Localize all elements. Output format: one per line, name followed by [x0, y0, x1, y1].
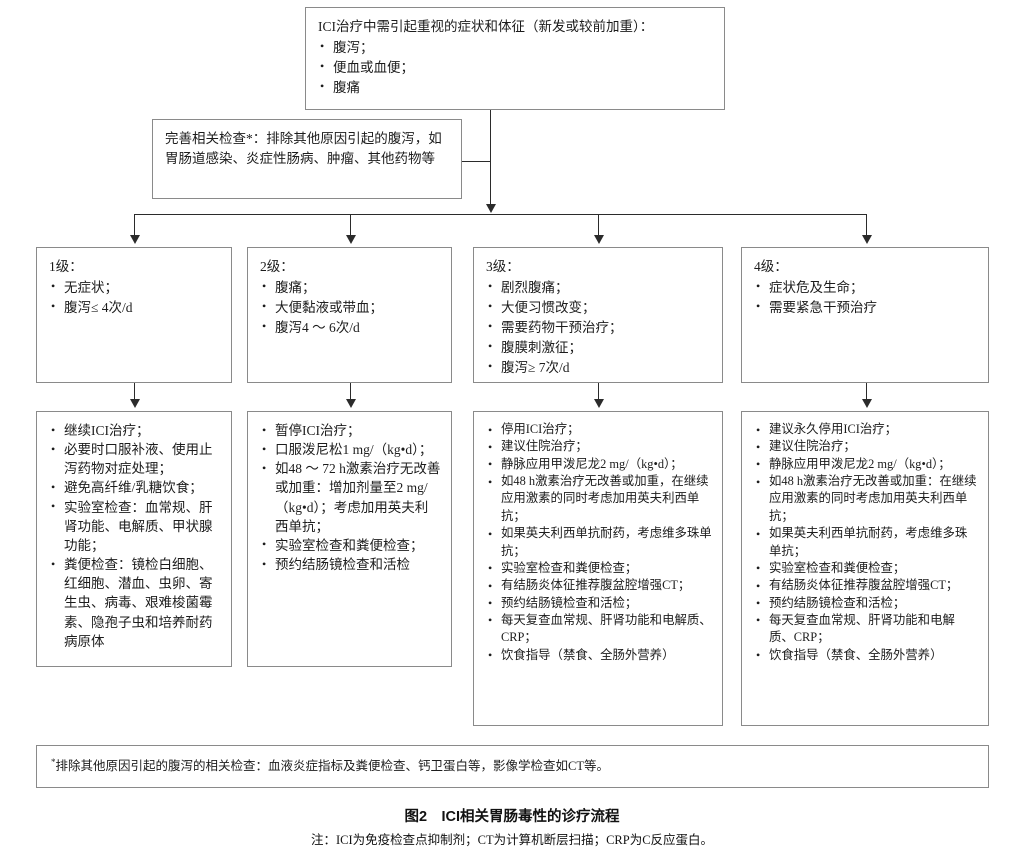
symptoms-box: ICI治疗中需引起重视的症状和体征（新发或较前加重）： 腹泻； 便血或血便； 腹… [305, 7, 725, 110]
treatment-grade-4-box: 建议永久停用ICI治疗； 建议住院治疗； 静脉应用甲泼尼龙2 mg/（kg•d）… [741, 411, 989, 726]
arrowhead-grade-4 [862, 235, 872, 244]
footnote-text: 排除其他原因引起的腹泻的相关检查：血液炎症指标及粪便检查、钙卫蛋白等，影像学检查… [55, 759, 609, 773]
figure-caption-note: 注：ICI为免疫检查点抑制剂；CT为计算机断层扫描；CRP为C反应蛋白。 [310, 833, 714, 847]
list-item: 有结肠炎体征推荐腹盆腔增强CT； [754, 577, 978, 597]
grade-4-list: 症状危及生命； 需要紧急干预治疗 [754, 277, 978, 318]
connector-symptoms-down [490, 110, 491, 206]
treatment-3-list: 停用ICI治疗； 建议住院治疗； 静脉应用甲泼尼龙2 mg/（kg•d）； 如4… [486, 420, 712, 666]
branch-stem-grade-1 [134, 214, 135, 236]
list-item: 粪便检查：镜检白细胞、红细胞、潜血、虫卵、寄生虫、病毒、艰难梭菌霉素、隐孢子虫和… [49, 555, 221, 651]
list-item: 如48 h激素治疗无改善或加重：在继续应用激素的同时考虑加用英夫利西单抗； [754, 473, 978, 525]
workup-text: 完善相关检查*：排除其他原因引起的腹泻，如胃肠道感染、炎症性肠病、肿瘤、其他药物… [165, 131, 442, 166]
grade-3-box: 3级： 剧烈腹痛； 大便习惯改变； 需要药物干预治疗； 腹膜刺激征； 腹泻≥ 7… [473, 247, 723, 383]
list-item: 症状危及生命； [754, 277, 978, 298]
arrowhead-treat-2 [346, 399, 356, 408]
list-item: 腹泻4 ～ 6次/d [260, 317, 441, 338]
list-item: 预约结肠镜检查和活检； [486, 594, 712, 614]
connector-grade3-treat3 [598, 383, 599, 402]
list-item: 实验室检查和粪便检查； [754, 559, 978, 579]
list-item: 静脉应用甲泼尼龙2 mg/（kg•d）； [486, 455, 712, 475]
connector-grade1-treat1 [134, 383, 135, 402]
list-item: 每天复查血常规、肝肾功能和电解质、CRP； [486, 611, 712, 647]
list-item: 饮食指导（禁食、全肠外营养） [486, 646, 712, 666]
grade-4-heading: 4级： [754, 259, 788, 274]
list-item: 如果英夫利西单抗耐药，考虑维多珠单抗； [486, 525, 712, 560]
footnote-box: *排除其他原因引起的腹泻的相关检查：血液炎症指标及粪便检查、钙卫蛋白等，影像学检… [36, 745, 989, 788]
list-item: 静脉应用甲泼尼龙2 mg/（kg•d）； [754, 455, 978, 475]
branch-stem-grade-2 [350, 214, 351, 236]
list-item: 暂停ICI治疗； [260, 420, 441, 440]
list-item: 预约结肠镜检查和活检； [754, 594, 978, 614]
grade-3-heading: 3级： [486, 259, 520, 274]
list-item: 建议住院治疗； [754, 438, 978, 458]
list-item: 腹膜刺激征； [486, 337, 712, 358]
arrowhead-grade-3 [594, 235, 604, 244]
list-item: 实验室检查：血常规、肝肾功能、电解质、甲状腺功能； [49, 497, 221, 555]
list-item: 继续ICI治疗； [49, 420, 221, 440]
treatment-4-list: 建议永久停用ICI治疗； 建议住院治疗； 静脉应用甲泼尼龙2 mg/（kg•d）… [754, 420, 978, 666]
list-item: 大便习惯改变； [486, 297, 712, 318]
treatment-grade-3-box: 停用ICI治疗； 建议住院治疗； 静脉应用甲泼尼龙2 mg/（kg•d）； 如4… [473, 411, 723, 726]
list-item: 避免高纤维/乳糖饮食； [49, 478, 221, 497]
treatment-grade-2-box: 暂停ICI治疗； 口服泼尼松1 mg/（kg•d）； 如48 ～ 72 h激素治… [247, 411, 452, 667]
list-item: 如48 ～ 72 h激素治疗无改善或加重：增加剂量至2 mg/（kg•d）；考虑… [260, 459, 441, 536]
list-item: 需要紧急干预治疗 [754, 297, 978, 318]
list-item: 建议住院治疗； [486, 438, 712, 458]
list-item: 腹痛 [318, 77, 714, 98]
arrowhead-treat-1 [130, 399, 140, 408]
list-item: 必要时口服补液、使用止泻药物对症处理； [49, 440, 221, 478]
arrowhead-grade-1 [130, 235, 140, 244]
grade-2-heading: 2级： [260, 259, 294, 274]
list-item: 大便黏液或带血； [260, 297, 441, 318]
list-item: 停用ICI治疗； [486, 420, 712, 440]
list-item: 腹痛； [260, 277, 441, 298]
list-item: 如48 h激素治疗无改善或加重，在继续应用激素的同时考虑加用英夫利西单抗； [486, 473, 712, 525]
connector-grade4-treat4 [866, 383, 867, 402]
list-item: 腹泻≥ 7次/d [486, 357, 712, 378]
list-item: 便血或血便； [318, 57, 714, 78]
arrowhead-treat-4 [862, 399, 872, 408]
list-item: 有结肠炎体征推荐腹盆腔增强CT； [486, 577, 712, 597]
list-item: 每天复查血常规、肝肾功能和电解质、CRP； [754, 611, 978, 647]
list-item: 剧烈腹痛； [486, 277, 712, 298]
list-item: 实验室检查和粪便检查； [486, 559, 712, 579]
list-item: 需要药物干预治疗； [486, 317, 712, 338]
grade-1-box: 1级： 无症状； 腹泻≤ 4次/d [36, 247, 232, 383]
grade-2-list: 腹痛； 大便黏液或带血； 腹泻4 ～ 6次/d [260, 277, 441, 338]
list-item: 实验室检查和粪便检查； [260, 535, 441, 555]
grade-1-list: 无症状； 腹泻≤ 4次/d [49, 277, 221, 318]
figure-caption-title: 图2 ICI相关胃肠毒性的诊疗流程 [404, 809, 620, 825]
list-item: 饮食指导（禁食、全肠外营养） [754, 646, 978, 666]
arrowhead-grade-2 [346, 235, 356, 244]
list-item: 腹泻≤ 4次/d [49, 297, 221, 318]
arrowhead-to-distribution-bar [486, 204, 496, 213]
branch-stem-grade-4 [866, 214, 867, 236]
symptoms-list: 腹泻； 便血或血便； 腹痛 [318, 37, 714, 98]
treatment-grade-1-box: 继续ICI治疗； 必要时口服补液、使用止泻药物对症处理； 避免高纤维/乳糖饮食；… [36, 411, 232, 667]
grade-3-list: 剧烈腹痛； 大便习惯改变； 需要药物干预治疗； 腹膜刺激征； 腹泻≥ 7次/d [486, 277, 712, 378]
connector-grade2-treat2 [350, 383, 351, 402]
workup-box: 完善相关检查*：排除其他原因引起的腹泻，如胃肠道感染、炎症性肠病、肿瘤、其他药物… [152, 119, 462, 199]
list-item: 无症状； [49, 277, 221, 298]
treatment-1-list: 继续ICI治疗； 必要时口服补液、使用止泻药物对症处理； 避免高纤维/乳糖饮食；… [49, 420, 221, 651]
arrowhead-treat-3 [594, 399, 604, 408]
grade-1-heading: 1级： [49, 259, 83, 274]
branch-stem-grade-3 [598, 214, 599, 236]
list-item: 口服泼尼松1 mg/（kg•d）； [260, 440, 441, 459]
distribution-bar [134, 214, 866, 215]
grade-2-box: 2级： 腹痛； 大便黏液或带血； 腹泻4 ～ 6次/d [247, 247, 452, 383]
list-item: 建议永久停用ICI治疗； [754, 420, 978, 440]
grade-4-box: 4级： 症状危及生命； 需要紧急干预治疗 [741, 247, 989, 383]
symptoms-heading: ICI治疗中需引起重视的症状和体征（新发或较前加重）： [318, 19, 654, 34]
connector-to-workup [462, 161, 491, 162]
list-item: 预约结肠镜检查和活检 [260, 555, 441, 574]
list-item: 如果英夫利西单抗耐药，考虑维多珠单抗； [754, 525, 978, 560]
footnote-marker: * [51, 756, 56, 767]
treatment-2-list: 暂停ICI治疗； 口服泼尼松1 mg/（kg•d）； 如48 ～ 72 h激素治… [260, 420, 441, 574]
list-item: 腹泻； [318, 37, 714, 58]
